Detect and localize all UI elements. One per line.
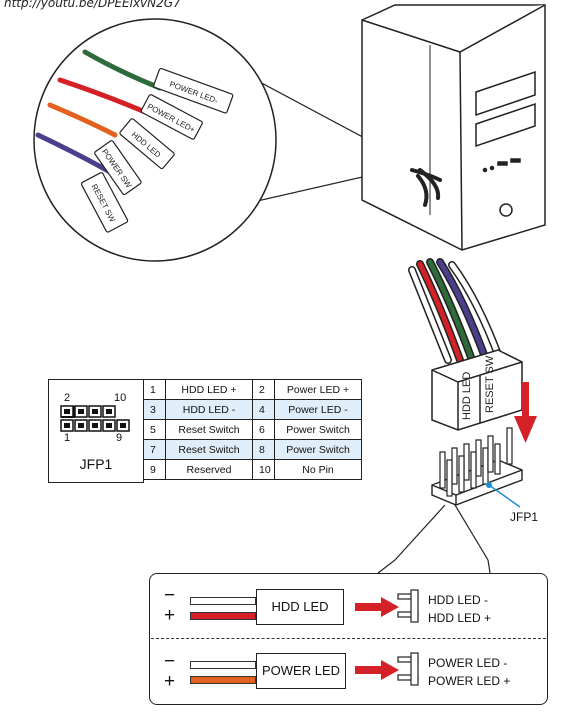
pin-number: 5 (143, 419, 166, 440)
pin-function: Power LED + (274, 379, 362, 400)
pin-function: No Pin (274, 459, 362, 480)
pin-number: 6 (252, 419, 275, 440)
power-negative-wire (190, 661, 256, 669)
power-arrow (355, 660, 399, 680)
pin-number: 4 (252, 399, 275, 420)
hdd-led-box: HDD LED (256, 589, 344, 625)
pin-number: 2 (252, 379, 275, 400)
pin-number: 7 (143, 439, 166, 460)
pin-2-label: 2 (64, 392, 71, 404)
pin-function: Reset Switch (165, 419, 253, 440)
pin-number: 9 (143, 459, 166, 480)
jfp1-name: JFP1 (79, 456, 113, 472)
source-url: http://youtu.be/DPEEixvN2G7 (4, 0, 181, 10)
pin-function: Power Switch (274, 419, 362, 440)
pin-number: 10 (252, 459, 275, 480)
pin-1-label: 1 (64, 432, 71, 444)
header-plug: HDD LED RESET SW (431, 349, 523, 431)
insert-arrow (514, 382, 537, 443)
pin-function: Power Switch (274, 439, 362, 460)
pin-header (431, 427, 523, 506)
hdd-negative-wire (190, 597, 256, 605)
legend-cone (394, 504, 489, 561)
header-wires (408, 258, 504, 364)
hdd-pins-icon (397, 589, 419, 623)
power-plus-sign: + (164, 671, 176, 692)
pin-9-label: 9 (116, 432, 123, 444)
power-led-minus-label: POWER LED - (428, 656, 508, 670)
pin-grid (60, 405, 130, 432)
table-row: 9 Reserved 10 No Pin (143, 459, 362, 480)
power-led-plus-label: POWER LED + (428, 674, 511, 688)
pin-number: 1 (143, 379, 166, 400)
table-row: 5 Reset Switch 6 Power Switch (143, 419, 362, 440)
hdd-plus-sign: + (164, 605, 176, 626)
pin-function: Reserved (165, 459, 253, 480)
legend-divider (151, 638, 546, 639)
jfp1-callout (486, 482, 521, 508)
plug-hdd-led-text: HDD LED (461, 372, 473, 420)
power-positive-wire (190, 676, 256, 684)
pin-number: 8 (252, 439, 275, 460)
pc-case (361, 4, 546, 251)
pin-function: HDD LED - (165, 399, 253, 420)
pin-number: 3 (143, 399, 166, 420)
table-row: 1 HDD LED + 2 Power LED + (143, 379, 362, 400)
magnified-plugs: POWER LED- POWER LED+ HDD LED POWER SW R… (80, 67, 234, 233)
hdd-led-plus-label: HDD LED + (428, 611, 492, 625)
pin-10-label: 10 (114, 392, 127, 404)
hdd-minus-sign: − (164, 585, 176, 606)
power-pins-icon (397, 652, 419, 686)
pin-function: Reset Switch (165, 439, 253, 460)
hdd-positive-wire (190, 612, 256, 620)
pin-table: 1 HDD LED + 2 Power LED + 3 HDD LED - 4 … (143, 379, 362, 480)
power-led-box: POWER LED (256, 653, 346, 689)
table-row: 7 Reset Switch 8 Power Switch (143, 439, 362, 460)
pin-function: Power LED - (274, 399, 362, 420)
pin-function: HDD LED + (165, 379, 253, 400)
power-minus-sign: − (164, 651, 176, 672)
plug-reset-sw-text: RESET SW (484, 355, 496, 413)
hdd-led-minus-label: HDD LED - (428, 593, 489, 607)
header-jfp1-label: JFP1 (510, 510, 538, 524)
case-cables (410, 168, 442, 207)
table-row: 3 HDD LED - 4 Power LED - (143, 399, 362, 420)
hdd-arrow (355, 597, 399, 617)
